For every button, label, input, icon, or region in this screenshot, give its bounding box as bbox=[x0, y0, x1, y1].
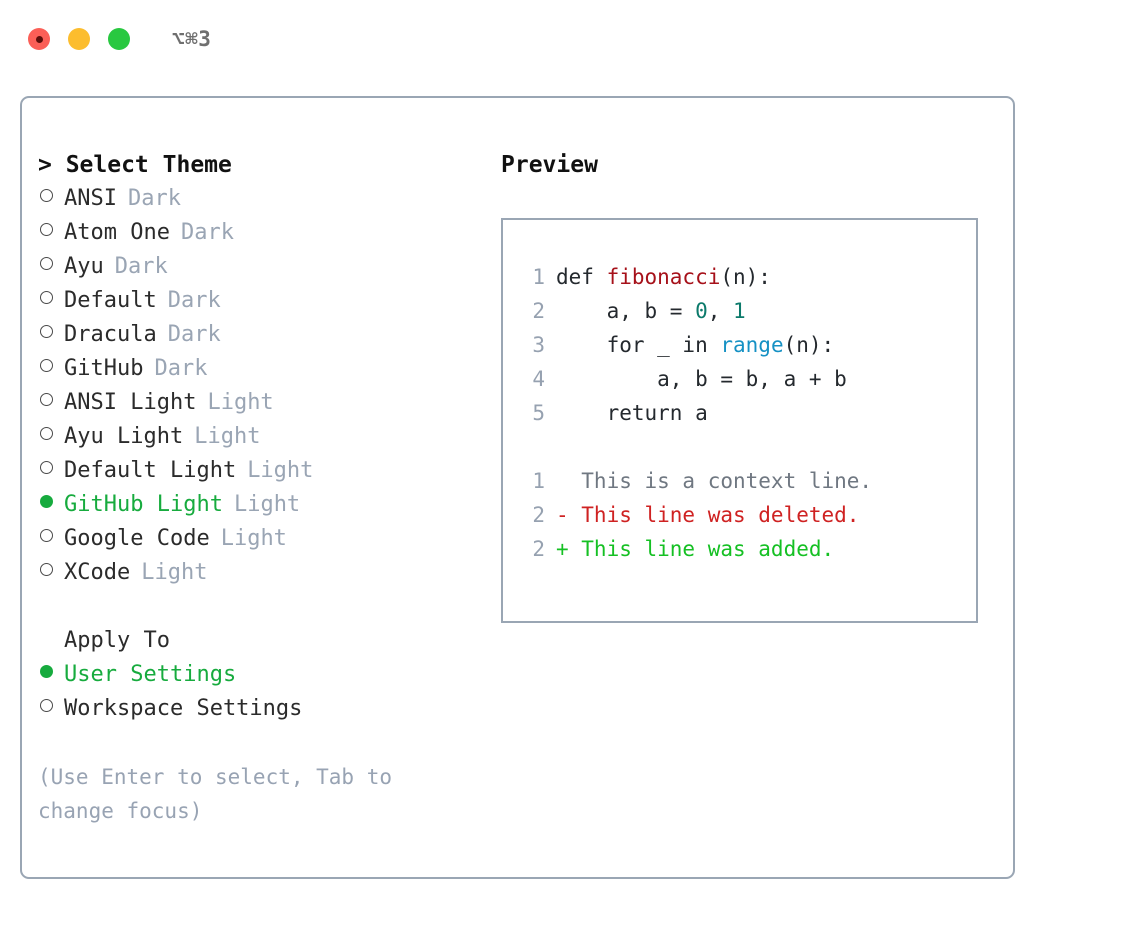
minimize-window-button[interactable] bbox=[68, 28, 90, 50]
panel-title-select-theme: > Select Theme bbox=[38, 152, 232, 178]
panel-title-preview: Preview bbox=[501, 152, 598, 178]
code-line-content: return a bbox=[556, 396, 708, 430]
diff-line-content: This is a context line. bbox=[556, 469, 873, 493]
code-token: for _ in bbox=[556, 333, 721, 357]
code-line-number: 3 bbox=[532, 333, 545, 357]
code-token: , bbox=[707, 299, 734, 323]
theme-option-3[interactable]: Default Dark bbox=[38, 284, 498, 318]
diff-line-number: 2 bbox=[532, 503, 545, 527]
diff-line: 1 This is a context line. bbox=[515, 464, 976, 498]
theme-option-label: ANSI Light bbox=[64, 390, 197, 415]
code-line-number: 4 bbox=[532, 367, 545, 391]
code-line-content: def fibonacci(n): bbox=[556, 260, 771, 294]
theme-option-label: Atom One bbox=[64, 220, 170, 245]
theme-option-6[interactable]: ANSI Light Light bbox=[38, 386, 498, 420]
theme-variant-badge: Light bbox=[207, 390, 274, 415]
diff-line: 2 + This line was added. bbox=[515, 532, 976, 566]
theme-option-label: Ayu Light bbox=[64, 424, 184, 449]
theme-option-5[interactable]: GitHub Dark bbox=[38, 352, 498, 386]
apply-to-heading: Apply To bbox=[64, 628, 170, 653]
diff-line-number: 2 bbox=[532, 537, 545, 561]
theme-option-11[interactable]: XCode Light bbox=[38, 556, 498, 590]
theme-option-10[interactable]: Google Code Light bbox=[38, 522, 498, 556]
theme-variant-badge: Dark bbox=[167, 322, 221, 347]
theme-option-label: GitHub Light bbox=[64, 492, 223, 517]
theme-variant-badge: Light bbox=[194, 424, 261, 449]
code-line-number: 1 bbox=[532, 265, 545, 289]
theme-option-label: GitHub bbox=[64, 356, 144, 381]
code-token: 0 bbox=[695, 299, 708, 323]
theme-option-label: Default Light bbox=[64, 458, 237, 483]
theme-variant-badge: Dark bbox=[167, 288, 221, 313]
code-token: a, b = b, a + b bbox=[556, 367, 847, 391]
code-line: 1 def fibonacci(n): bbox=[515, 260, 976, 294]
theme-variant-badge: Light bbox=[141, 560, 208, 585]
theme-option-9[interactable]: GitHub Light Light bbox=[38, 488, 498, 522]
window-titlebar: ⌥⌘3 bbox=[0, 0, 1140, 78]
diff-line-content: + This line was added. bbox=[556, 537, 835, 561]
code-line-number: 5 bbox=[532, 401, 545, 425]
diff-line-number: 1 bbox=[532, 469, 545, 493]
theme-option-label: ANSI bbox=[64, 186, 117, 211]
theme-variant-badge: Light bbox=[247, 458, 314, 483]
diff-sample: 1 This is a context line. 2 - This line wa… bbox=[515, 464, 976, 566]
code-line: 5 return a bbox=[515, 396, 976, 430]
theme-option-label: Ayu bbox=[64, 254, 104, 279]
code-token: range bbox=[720, 333, 784, 357]
code-line: 4 a, b = b, a + b bbox=[515, 362, 976, 396]
close-window-button[interactable] bbox=[28, 28, 50, 50]
theme-variant-badge: Dark bbox=[114, 254, 168, 279]
code-token: 1 bbox=[733, 299, 746, 323]
theme-option-8[interactable]: Default Light Light bbox=[38, 454, 498, 488]
theme-variant-badge: Light bbox=[220, 526, 287, 551]
theme-variant-badge: Light bbox=[233, 492, 301, 517]
theme-option-2[interactable]: Ayu Dark bbox=[38, 250, 498, 284]
code-token: a, b = bbox=[556, 299, 696, 323]
code-line-content: for _ in range(n): bbox=[556, 328, 835, 362]
theme-option-4[interactable]: Dracula Dark bbox=[38, 318, 498, 352]
code-token: def bbox=[556, 265, 607, 289]
theme-option-1[interactable]: Atom One Dark bbox=[38, 216, 498, 250]
diff-line: 2 - This line was deleted. bbox=[515, 498, 976, 532]
diff-spacer bbox=[515, 430, 976, 464]
code-token: (n): bbox=[720, 265, 771, 289]
code-line-number: 2 bbox=[532, 299, 545, 323]
window-controls bbox=[28, 28, 130, 50]
theme-variant-badge: Dark bbox=[154, 356, 208, 381]
code-line-content: a, b = 0, 1 bbox=[556, 294, 746, 328]
code-token: return a bbox=[556, 401, 708, 425]
theme-option-label: Default bbox=[64, 288, 157, 313]
theme-option-7[interactable]: Ayu Light Light bbox=[38, 420, 498, 454]
apply-to-option-label: Workspace Settings bbox=[64, 696, 303, 721]
code-token: fibonacci bbox=[606, 265, 721, 289]
theme-option-label: Dracula bbox=[64, 322, 157, 347]
apply-to-option-0[interactable]: User Settings bbox=[38, 658, 498, 692]
code-line-content: a, b = b, a + b bbox=[556, 362, 847, 396]
apply-to-option-1[interactable]: Workspace Settings bbox=[38, 692, 498, 726]
keyboard-shortcut-label: ⌥⌘3 bbox=[172, 27, 212, 51]
theme-option-label: Google Code bbox=[64, 526, 210, 551]
theme-option-0[interactable]: ANSI Dark bbox=[38, 182, 498, 216]
theme-variant-badge: Dark bbox=[127, 186, 181, 211]
apply-to-option-label: User Settings bbox=[64, 662, 237, 687]
code-line: 2 a, b = 0, 1 bbox=[515, 294, 976, 328]
code-line: 3 for _ in range(n): bbox=[515, 328, 976, 362]
section-spacer bbox=[38, 590, 498, 624]
code-token: (n): bbox=[783, 333, 835, 357]
theme-variant-badge: Dark bbox=[180, 220, 234, 245]
zoom-window-button[interactable] bbox=[108, 28, 130, 50]
diff-line-content: - This line was deleted. bbox=[556, 503, 860, 527]
theme-option-label: XCode bbox=[64, 560, 131, 585]
keyboard-hint-text: (Use Enter to select, Tab to change focu… bbox=[38, 765, 393, 823]
